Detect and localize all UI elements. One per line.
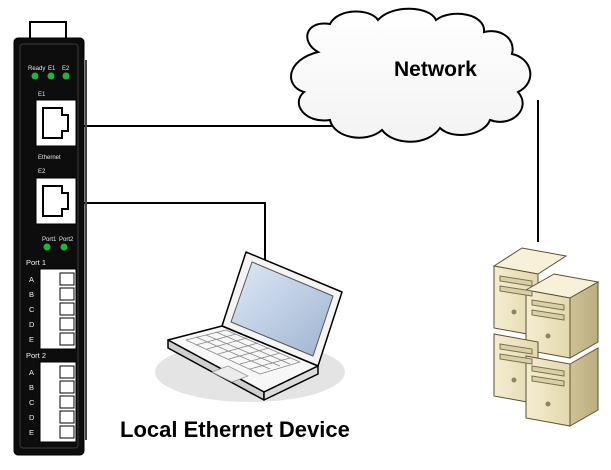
port2-pin-c: C (29, 398, 35, 407)
port1-pin-d: D (29, 320, 35, 329)
laptop-icon (155, 251, 345, 402)
terminal-block-icon (39, 361, 77, 443)
cloud-icon (290, 7, 532, 143)
led-e1 (47, 72, 55, 80)
led-label-e2: E2 (62, 66, 70, 72)
led-label-e1: E1 (48, 66, 56, 72)
port2-pin-b: B (29, 383, 34, 392)
port-e2-label: E2 (38, 169, 46, 175)
cable-e2-to-laptop (75, 202, 266, 263)
port1-pin-e: E (29, 335, 34, 344)
port2-pin-a: A (29, 368, 34, 377)
port1-pin-c: C (29, 305, 35, 314)
led-port1 (43, 243, 51, 251)
port-e1-label: E1 (38, 92, 46, 98)
port2-pin-e: E (29, 428, 34, 437)
local-device-label: Local Ethernet Device (120, 417, 350, 442)
port1-label: Port 1 (26, 258, 46, 267)
led-e2 (62, 72, 70, 80)
led-label-ready: Ready (28, 66, 45, 72)
led-port2 (60, 243, 68, 251)
ethernet-label: Ethernet (38, 155, 61, 161)
rj45-port-icon (35, 177, 77, 225)
gateway-device: Ready E1 E2 E1 Ethernet E2 Po (13, 21, 87, 456)
cables (75, 100, 539, 263)
server-stack-icon (492, 247, 600, 427)
status-led-row: Ready E1 E2 (28, 66, 70, 80)
port1-pin-b: B (29, 290, 34, 299)
port2-label: Port 2 (26, 351, 46, 360)
network-label: Network (394, 58, 477, 81)
serial-led-row: Port1 Port2 (42, 237, 74, 251)
port2-pin-d: D (29, 413, 35, 422)
port1-pin-a: A (29, 275, 34, 284)
led-label-port2: Port2 (59, 237, 74, 243)
terminal-block-icon (39, 268, 77, 350)
led-ready (31, 72, 39, 80)
led-label-port1: Port1 (42, 237, 57, 243)
rj45-port-icon (35, 99, 77, 147)
